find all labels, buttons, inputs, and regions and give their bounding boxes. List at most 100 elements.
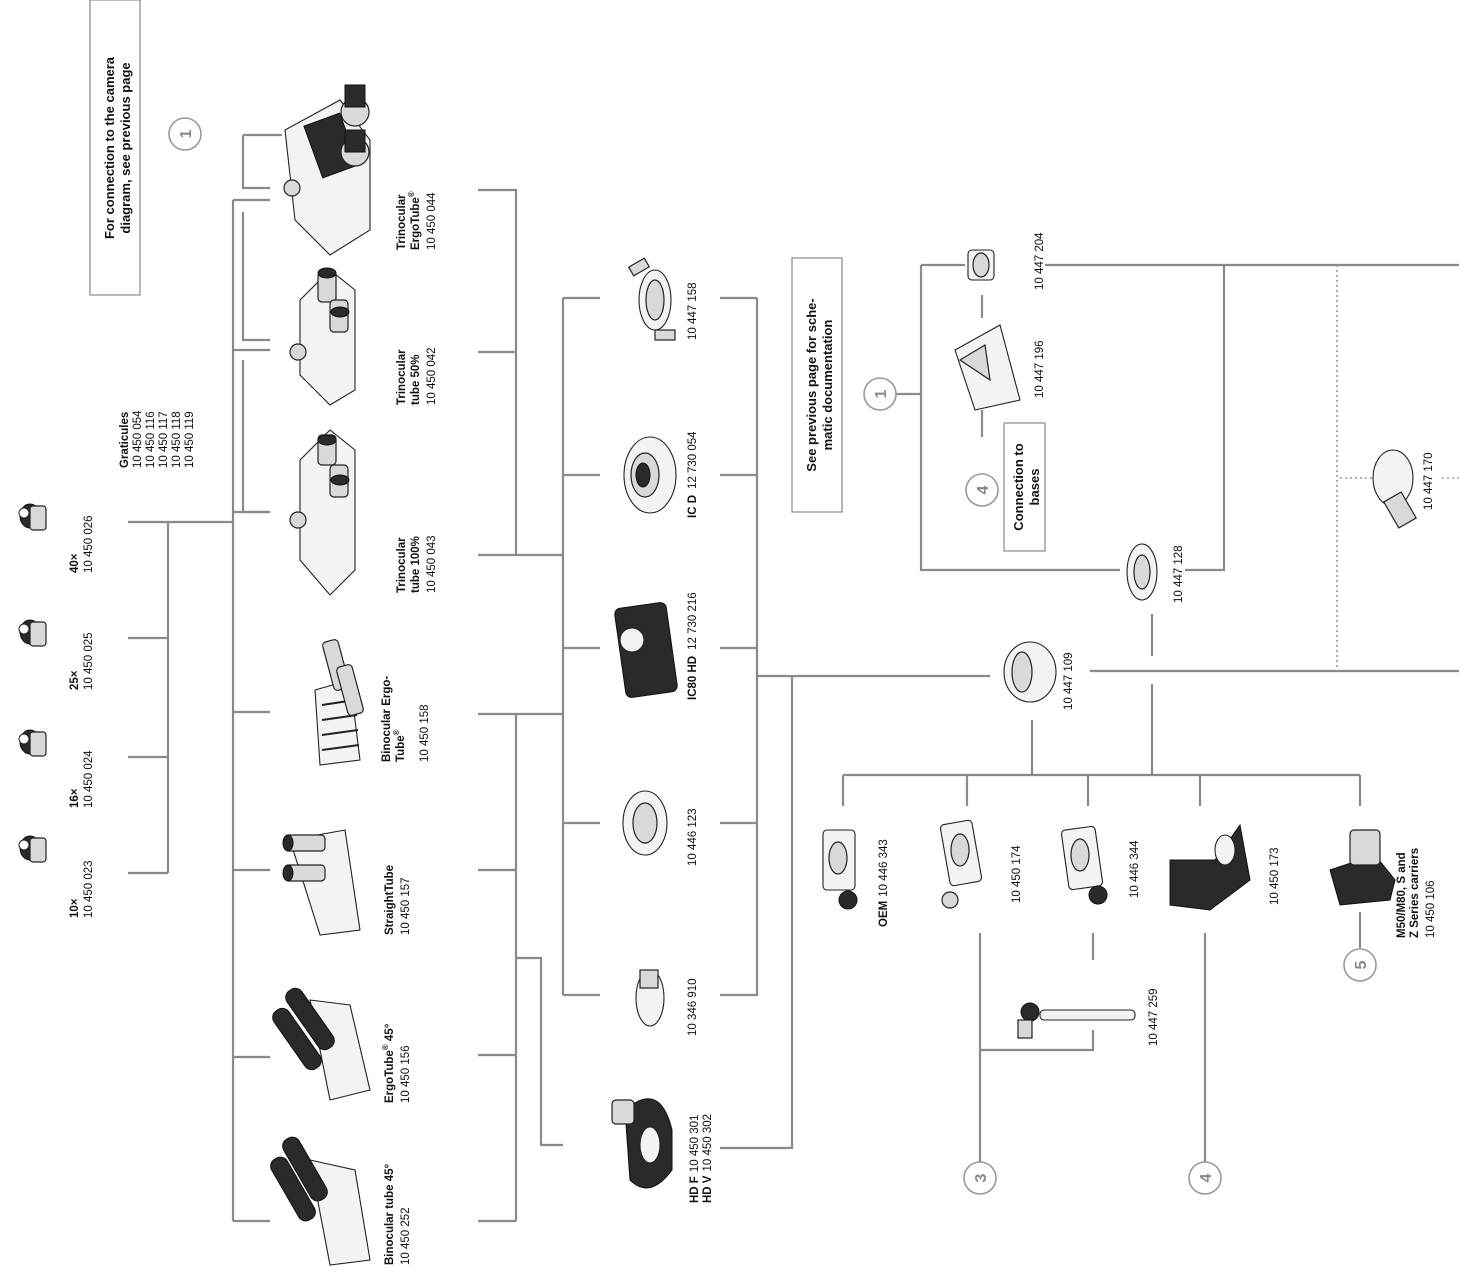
svg-text:Graticules: Graticules: [119, 412, 131, 468]
svg-text:tube 100%: tube 100%: [410, 536, 422, 593]
straighttube-image: [282, 829, 361, 936]
eyepiece-16x-label: 16× 10 450 024: [69, 750, 95, 808]
schematic-note-line-2: matic documentation: [820, 320, 835, 451]
marker-1-top: 1: [168, 117, 202, 151]
svg-text:10 450 173: 10 450 173: [1269, 847, 1281, 905]
svg-text:10 450 043: 10 450 043: [426, 535, 438, 593]
svg-text:10 447 259: 10 447 259: [1148, 988, 1160, 1046]
svg-text:Binocular tube 45°: Binocular tube 45°: [384, 1164, 396, 1265]
svg-text:10 346 910: 10 346 910: [687, 978, 699, 1036]
svg-text:10 447 170: 10 447 170: [1423, 452, 1435, 510]
svg-text:25×: 25×: [69, 670, 81, 690]
svg-text:Trinocular: Trinocular: [396, 537, 408, 593]
adapter-10346910-label: 10 346 910: [687, 978, 699, 1036]
carrier-10450173-image: [1169, 823, 1251, 911]
trinocular-ergotube-image: [283, 84, 371, 256]
straighttube-label: StraightTube 10 450 157: [384, 865, 412, 935]
svg-text:4: 4: [1198, 1173, 1215, 1182]
adapter-10447196-image: [954, 324, 1021, 411]
svg-text:Tube®: Tube®: [392, 729, 407, 762]
svg-text:Trinocular: Trinocular: [396, 194, 408, 250]
marker-4-lower: 4: [1188, 1161, 1222, 1195]
svg-text:IC80 HD12 730 216: IC80 HD12 730 216: [687, 592, 699, 700]
svg-text:10 450 117: 10 450 117: [158, 411, 170, 468]
svg-text:tube 50%: tube 50%: [410, 355, 422, 406]
svg-text:M50/M80, S and: M50/M80, S and: [1396, 852, 1408, 938]
binocular-ergotube-label: Binocular Ergo- Tube® 10 450 158: [381, 676, 431, 762]
adapter-10447204-label: 10 447 204: [1034, 232, 1046, 290]
adapter-10446123-image: [622, 790, 668, 856]
connection-bases-line-1: Connection to: [1011, 443, 1026, 530]
schematic-note-line-1: See previous page for sche-: [804, 298, 819, 471]
schematic-note-box: [791, 257, 843, 513]
adapter-10447170-label: 10 447 170: [1423, 452, 1435, 510]
connection-bases-box: [1003, 422, 1046, 552]
oem-carrier-image: [822, 829, 858, 910]
svg-text:10 450 116: 10 450 116: [145, 411, 157, 468]
svg-text:10 450 042: 10 450 042: [426, 347, 438, 405]
svg-text:ErgoTube® 45°: ErgoTube® 45°: [381, 1023, 396, 1103]
trinocular-tube-50-image: [289, 267, 356, 406]
marker-3: 3: [963, 1161, 997, 1195]
connection-bases-line-2: bases: [1027, 469, 1042, 506]
eyepiece-10x-image: [18, 835, 47, 863]
svg-text:10 447 196: 10 447 196: [1034, 340, 1046, 398]
binocular-tube-45-image: [270, 1136, 371, 1266]
adapter-10346910-image: [635, 969, 665, 1027]
svg-text:ErgoTube®: ErgoTube®: [407, 191, 422, 250]
adapter-10447128-image: [1126, 543, 1158, 601]
binocular-tube-45-label: Binocular tube 45° 10 450 252: [384, 1164, 412, 1265]
svg-text:Trinocular: Trinocular: [396, 349, 408, 405]
svg-text:10 450 174: 10 450 174: [1011, 845, 1023, 903]
eyepiece-25x-label: 25× 10 450 025: [69, 632, 95, 690]
marker-4-upper: 4: [965, 473, 999, 507]
svg-text:10 446 344: 10 446 344: [1129, 840, 1141, 898]
hd-camera-image: [611, 1098, 673, 1189]
adapter-10447109-label: 10 447 109: [1063, 652, 1075, 710]
trinocular-tube-100-label: Trinocular tube 100% 10 450 043: [396, 535, 438, 593]
hd-camera-label: HD F10 450 301 HD V10 450 302: [689, 1114, 714, 1203]
eyepiece-10x-label: 10× 10 450 023: [69, 860, 95, 918]
adapter-10447196-label: 10 447 196: [1034, 340, 1046, 398]
carrier-10446344-image: [1060, 825, 1108, 905]
svg-text:10 450 119: 10 450 119: [184, 411, 196, 468]
adapter-10447128-label: 10 447 128: [1173, 545, 1185, 603]
marker-5: 5: [1343, 948, 1377, 982]
svg-text:10 450 158: 10 450 158: [419, 704, 431, 762]
eyepiece-40x-image: [18, 503, 47, 531]
trinocular-ergotube-label: Trinocular ErgoTube® 10 450 044: [396, 191, 438, 250]
svg-text:HD F10 450 301: HD F10 450 301: [689, 1115, 701, 1203]
adapter-10447158-image: [627, 257, 676, 341]
svg-text:10 450 023: 10 450 023: [83, 860, 95, 918]
graticules-label: Graticules 10 450 054 10 450 116 10 450 …: [119, 410, 196, 468]
svg-text:10×: 10×: [69, 898, 81, 918]
carriers-m50-m80-image: [1329, 829, 1396, 906]
svg-text:Z Series carriers: Z Series carriers: [1409, 848, 1421, 938]
adapter-10446123-label: 10 446 123: [687, 808, 699, 866]
svg-text:10 450 025: 10 450 025: [83, 632, 95, 690]
adapter-10447204-image: [967, 249, 995, 281]
svg-text:10 450 106: 10 450 106: [1425, 880, 1437, 938]
ic80-hd-label: IC80 HD12 730 216: [687, 592, 699, 700]
oem-label: OEM10 446 343: [878, 839, 890, 927]
binocular-ergotube-image: [314, 639, 364, 766]
carrier-10450174-image: [939, 819, 983, 909]
eyepiece-16x-image: [18, 729, 47, 757]
svg-text:10 450 157: 10 450 157: [400, 877, 412, 935]
carrier-10450173-label: 10 450 173: [1269, 847, 1281, 905]
adapter-10447109-image: [1003, 641, 1057, 703]
ergotube-45-label: ErgoTube® 45° 10 450 156: [381, 1023, 412, 1103]
svg-text:10 450 054: 10 450 054: [132, 410, 144, 468]
svg-text:10 447 128: 10 447 128: [1173, 545, 1185, 603]
marker-1-right: 1: [863, 377, 897, 411]
svg-text:Binocular Ergo-: Binocular Ergo-: [381, 676, 393, 762]
connector-lines: [128, 133, 1459, 1223]
svg-text:10 450 044: 10 450 044: [426, 192, 438, 250]
trinocular-tube-100-image: [289, 429, 356, 596]
adapter-10447170-image: [1372, 449, 1417, 529]
svg-text:OEM10 446 343: OEM10 446 343: [878, 839, 890, 927]
camera-connection-note-box: [89, 0, 141, 296]
carrier-10446344-label: 10 446 344: [1129, 840, 1141, 898]
svg-text:10 450 156: 10 450 156: [400, 1045, 412, 1103]
